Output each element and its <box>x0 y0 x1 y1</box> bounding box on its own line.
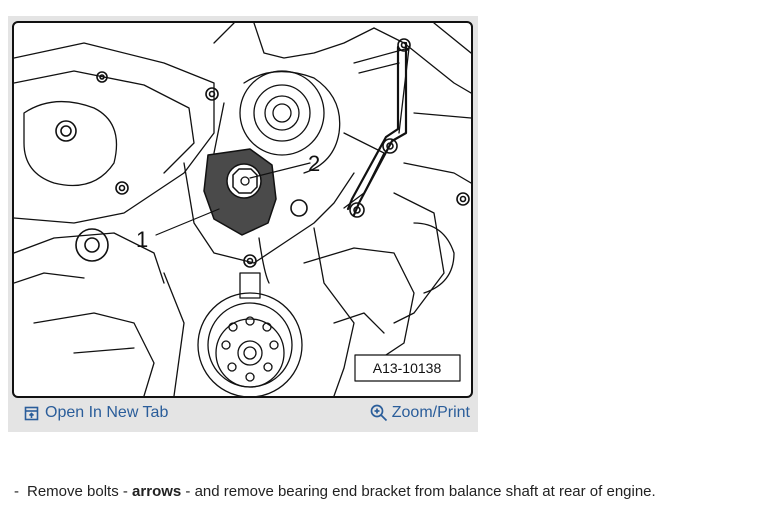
zoom-print-label: Zoom/Print <box>391 404 470 421</box>
open-in-new-tab-link[interactable]: Open In New Tab <box>24 404 168 422</box>
callout-2: 2 <box>308 151 320 176</box>
bearing-end-bracket <box>203 148 277 236</box>
instruction-text-part1: Remove bolts - <box>27 483 133 500</box>
figure-card: 1 2 A13-10138 Open In New Tab <box>8 16 478 432</box>
callout-1: 1 <box>136 227 148 252</box>
instruction-arrows-emphasis: arrows <box>132 483 182 500</box>
figure-reference-label: A13-10138 <box>373 360 442 376</box>
instruction-step: -Remove bolts - arrows - and remove bear… <box>14 483 656 500</box>
figure-toolbar: Open In New Tab Zoom/Print <box>8 400 478 432</box>
open-in-new-tab-label: Open In New Tab <box>45 404 169 421</box>
zoom-icon <box>370 404 388 422</box>
drive-pulley <box>239 70 325 156</box>
figure-reference: A13-10138 <box>354 354 461 382</box>
callout-leaders <box>155 162 311 236</box>
instruction-bullet: - <box>14 483 19 500</box>
balance-shaft-sprocket <box>197 272 303 396</box>
engine-diagram[interactable]: 1 2 A13-10138 <box>12 21 473 398</box>
instruction-text-part2: - and remove bearing end bracket from ba… <box>181 483 656 500</box>
zoom-print-link[interactable]: Zoom/Print <box>370 404 470 422</box>
bolt-markers <box>55 38 470 268</box>
open-in-new-tab-icon <box>24 406 39 421</box>
